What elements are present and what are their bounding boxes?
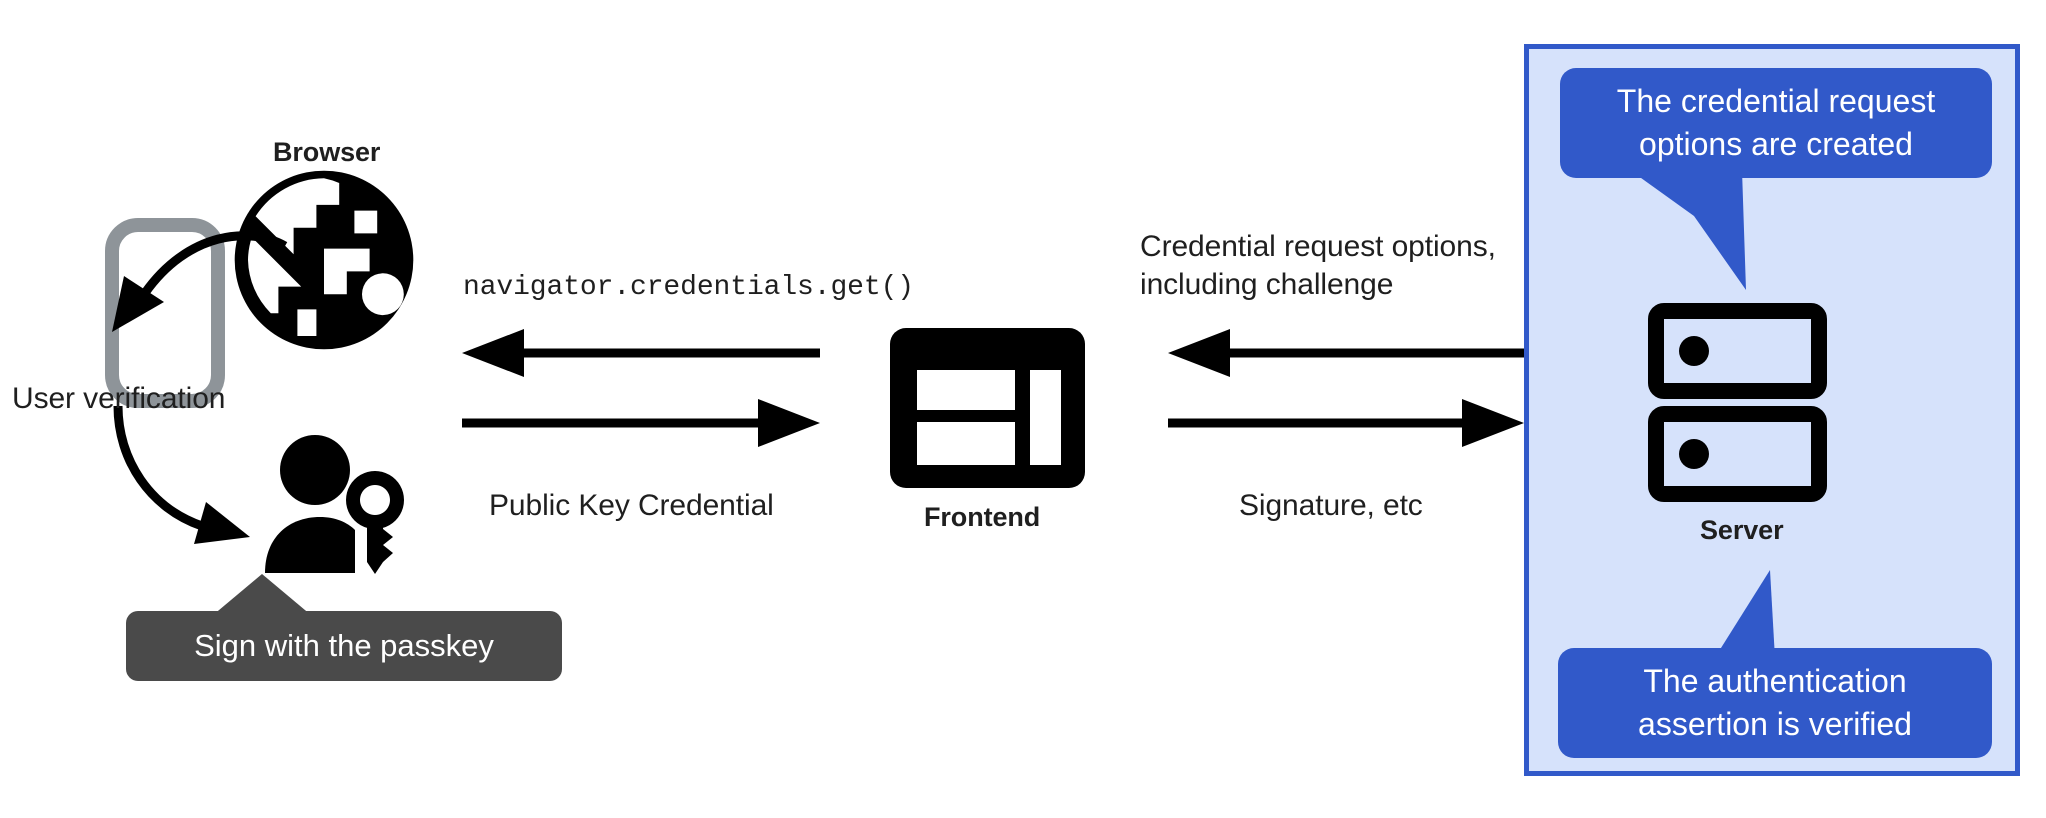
- credential-request-options-label: Credential request options, including ch…: [1140, 230, 1496, 302]
- signature-etc-label: Signature, etc: [1239, 489, 1423, 522]
- navigator-credentials-get-label: navigator.credentials.get(): [463, 272, 914, 303]
- passkey-tooltip: Sign with the passkey: [126, 611, 562, 681]
- server-callout-top: The credential request options are creat…: [1560, 68, 1992, 178]
- frontend-to-server-arrow: [1168, 399, 1524, 447]
- browser-to-frontend-arrow: [462, 399, 820, 447]
- server-label: Server: [1700, 515, 1784, 545]
- smartphone-icon: [105, 218, 225, 408]
- server-callout-bottom: The authentication assertion is verified: [1558, 648, 1992, 758]
- top-callout-tail: [1630, 170, 1746, 290]
- user-verification-label: User verification: [12, 382, 226, 415]
- person-with-key-icon: [263, 433, 413, 574]
- browser-to-phone-arrow: [100, 180, 320, 340]
- frontend-to-browser-arrow: [462, 329, 820, 377]
- phone-to-user-arrow: [110, 400, 330, 550]
- server-to-frontend-arrow: [1168, 329, 1524, 377]
- web-layout-icon: [890, 328, 1085, 488]
- globe-icon: [229, 165, 419, 355]
- public-key-credential-label: Public Key Credential: [489, 489, 774, 522]
- browser-label: Browser: [273, 137, 381, 167]
- server-rack-icon: [1648, 303, 1827, 502]
- frontend-label: Frontend: [924, 502, 1041, 532]
